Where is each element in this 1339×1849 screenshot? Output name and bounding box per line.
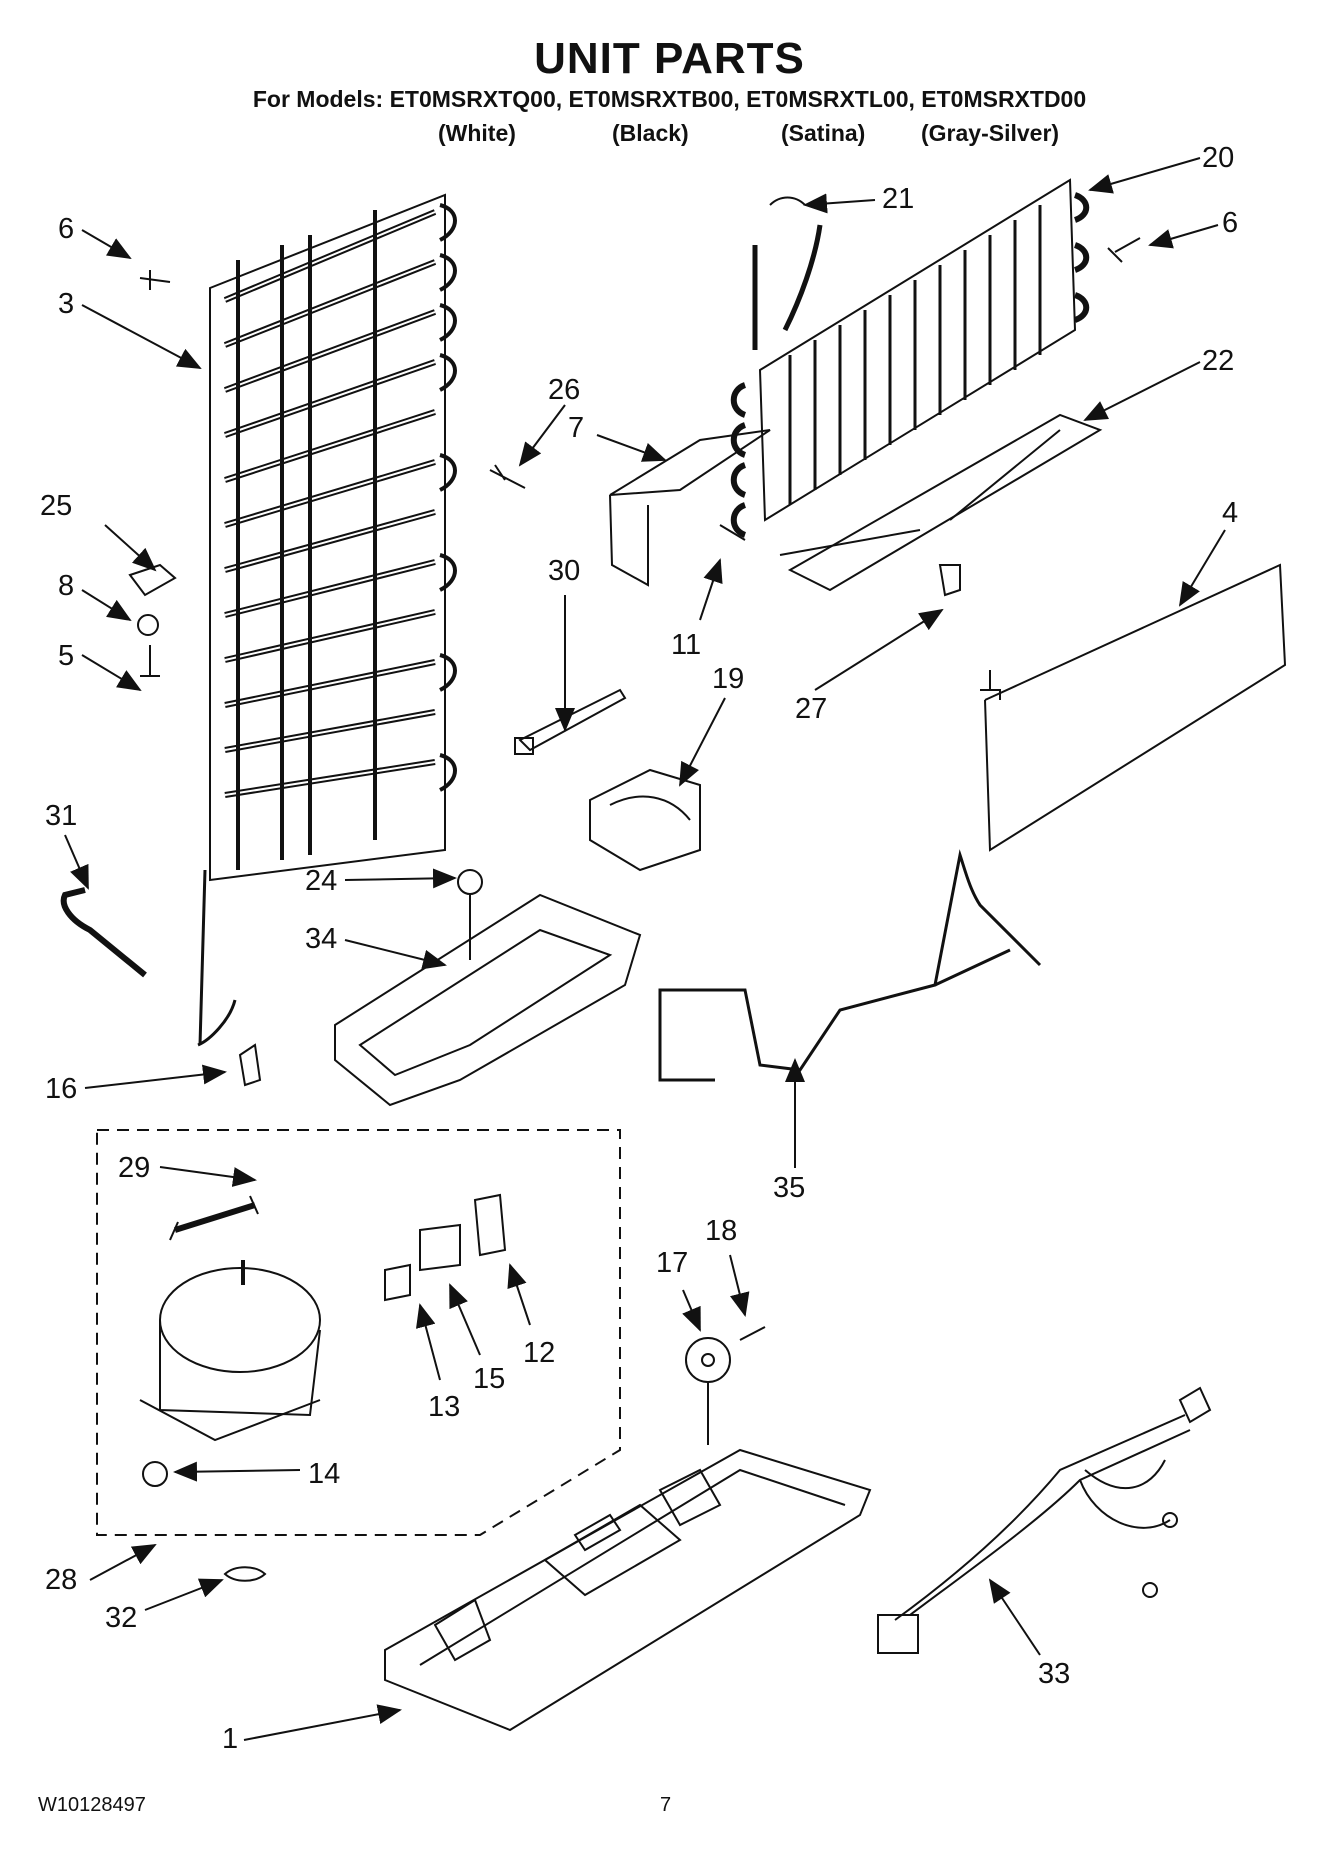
page-title: UNIT PARTS: [534, 34, 805, 83]
callout-19: 19: [712, 663, 744, 695]
models-line: For Models: ET0MSRXTQ00, ET0MSRXTB00, ET…: [252, 86, 1087, 112]
callout-22: 22: [1202, 345, 1234, 377]
leader-lines: [64, 157, 1226, 1741]
callout-1: 1: [222, 1723, 238, 1755]
leader-33: [988, 1578, 1041, 1656]
leader-27: [814, 608, 944, 691]
leader-12: [507, 1263, 531, 1326]
callout-35: 35: [773, 1172, 805, 1204]
leader-8: [81, 589, 132, 622]
callout-5: 5: [58, 640, 74, 672]
leader-3: [81, 304, 202, 369]
wire-harness: [877, 1386, 1212, 1654]
leader-7: [596, 434, 667, 462]
callout-17: 17: [656, 1247, 688, 1279]
leader-26: [518, 404, 566, 467]
leader-20: [1088, 157, 1201, 194]
leader-13: [416, 1303, 441, 1381]
clips: [223, 1566, 267, 1582]
leader-16: [84, 1064, 227, 1089]
callout-34: 34: [305, 923, 337, 955]
grommet-and-screw: [685, 1326, 766, 1445]
callout-14: 14: [308, 1458, 340, 1490]
evaporator: [730, 178, 1090, 538]
callout-28: 28: [45, 1564, 77, 1596]
leader-22: [1083, 361, 1201, 421]
leader-24: [344, 868, 457, 889]
callout-3: 3: [58, 288, 74, 320]
callout-20: 20: [1202, 142, 1234, 174]
document-number: W10128497: [38, 1794, 146, 1816]
callout-13: 13: [428, 1391, 460, 1423]
suction-line: [658, 849, 1042, 1082]
leader-28: [89, 1544, 157, 1581]
leader-31: [64, 834, 89, 890]
leader-32: [144, 1578, 224, 1611]
callout-30: 30: [548, 555, 580, 587]
leader-14: [173, 1461, 301, 1482]
leader-25: [104, 524, 157, 572]
callout-12: 12: [523, 1337, 555, 1369]
callout-6a: 6: [58, 213, 74, 245]
leader-15: [449, 1283, 481, 1356]
callout-16: 16: [45, 1073, 77, 1105]
leader-1: [243, 1704, 402, 1741]
leader-34: [344, 939, 447, 970]
drain-trough: [779, 413, 1103, 592]
compressor-assembly: [96, 1129, 621, 1536]
callout-33: 33: [1038, 1658, 1070, 1690]
leader-5: [81, 654, 142, 692]
color-satina: (Satina): [781, 120, 866, 146]
callout-21: 21: [882, 183, 914, 215]
color-gray-silver: (Gray-Silver): [921, 120, 1060, 146]
drain-tube: [60, 887, 147, 978]
callouts: 1 3 4 5 6 6 7 8 11 12 13 14 15 16 17 18 …: [40, 142, 1238, 1755]
leader-29: [159, 1166, 257, 1187]
leader-11: [699, 558, 723, 621]
callout-24: 24: [305, 865, 337, 897]
color-black: (Black): [612, 120, 689, 146]
leader-21: [803, 193, 876, 214]
callout-29: 29: [118, 1152, 150, 1184]
leader-17: [682, 1289, 701, 1332]
relay-cover: [589, 768, 701, 872]
callout-32: 32: [105, 1602, 137, 1634]
callout-11: 11: [671, 629, 701, 661]
hardware-parts: [128, 196, 1141, 1087]
callout-27: 27: [795, 693, 827, 725]
leader-18: [729, 1254, 750, 1317]
callout-7: 7: [568, 412, 584, 444]
leader-4: [1178, 529, 1226, 607]
leader-6b: [1148, 224, 1219, 249]
callout-15: 15: [473, 1363, 505, 1395]
callout-6b: 6: [1222, 207, 1238, 239]
callout-4: 4: [1222, 497, 1238, 529]
leader-19: [679, 697, 726, 787]
evaporator-bracket: [609, 429, 771, 587]
base-plate: [384, 1448, 872, 1732]
callout-26: 26: [548, 374, 580, 406]
callout-8: 8: [58, 570, 74, 602]
callout-25: 25: [40, 490, 72, 522]
leader-6a: [81, 229, 132, 260]
condenser-coil: [197, 193, 457, 1047]
cable-tie: [514, 688, 627, 755]
drain-pan: [334, 869, 642, 1107]
page-number: 7: [660, 1794, 672, 1816]
heater-tube: [980, 563, 1287, 852]
callout-31: 31: [45, 800, 77, 832]
callout-18: 18: [705, 1215, 737, 1247]
color-white: (White): [438, 120, 516, 146]
